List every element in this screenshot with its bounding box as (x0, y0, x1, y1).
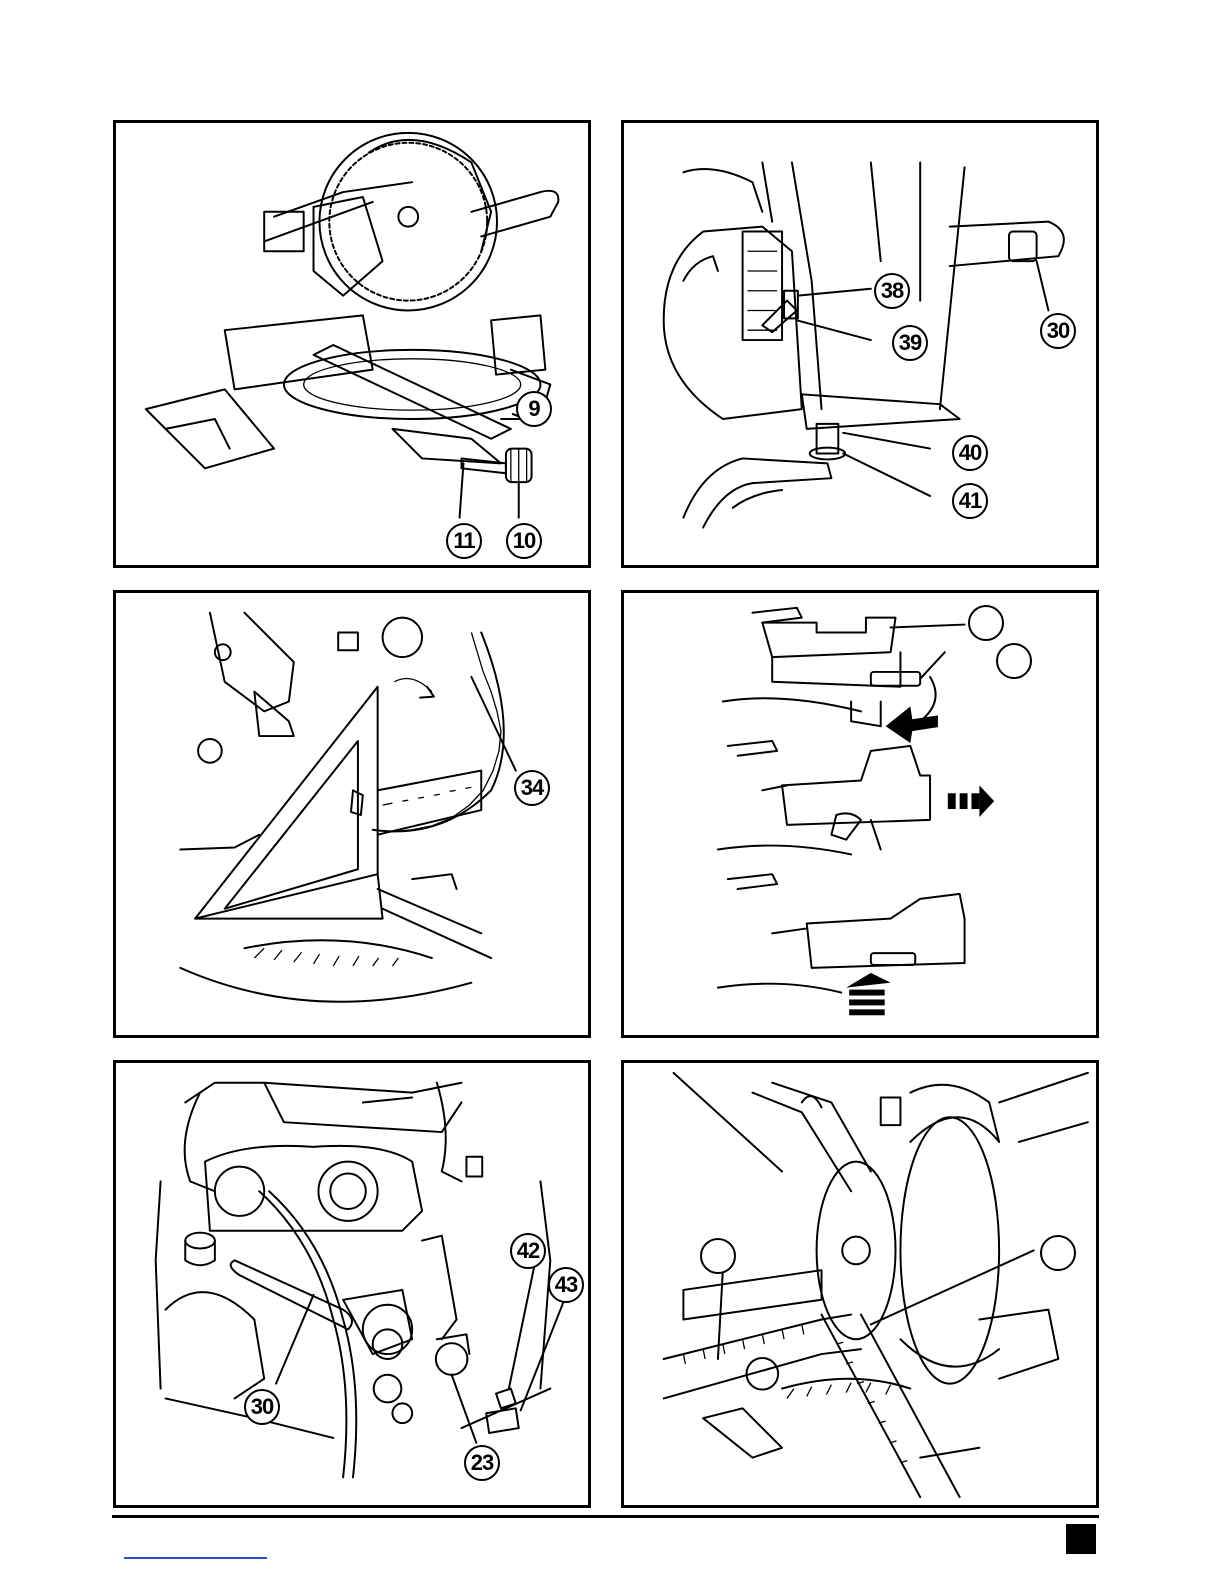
callout-39: 39 (892, 325, 928, 361)
callout-fence-blank-1 (968, 605, 1004, 641)
link-underline (124, 1557, 267, 1559)
callout-square-blank-2 (1040, 1235, 1076, 1271)
callout-10: 10 (506, 523, 542, 559)
callout-square-blank-1 (700, 1238, 736, 1274)
callout-40: 40 (952, 435, 988, 471)
callout-fence-blank-2 (996, 643, 1032, 679)
callout-30: 30 (1040, 313, 1076, 349)
callout-41: 41 (952, 483, 988, 519)
callout-34: 34 (514, 770, 550, 806)
callout-38: 38 (874, 273, 910, 309)
figure-panel-1: 9 11 10 (113, 120, 591, 568)
figure-panel-2: 38 39 30 40 41 (621, 120, 1099, 568)
mitre-saw-illustration (116, 123, 588, 565)
figure-panel-5: 42 43 30 23 (113, 1060, 591, 1508)
blade-square-check-illustration (116, 593, 588, 1035)
callout-23: 23 (464, 1445, 500, 1481)
bevel-scale-illustration (624, 123, 1096, 565)
bevel-lock-illustration (116, 1063, 588, 1505)
figure-panel-6 (621, 1060, 1099, 1508)
page-marker-square (1066, 1524, 1096, 1554)
fence-square-check-illustration (624, 1063, 1096, 1505)
figure-panel-4 (621, 590, 1099, 1038)
callout-11: 11 (446, 523, 482, 559)
callout-42: 42 (510, 1233, 546, 1269)
footer-rule (112, 1515, 1099, 1518)
figure-panel-3: 34 (113, 590, 591, 1038)
callout-43: 43 (548, 1267, 584, 1303)
callout-30: 30 (244, 1389, 280, 1425)
callout-9: 9 (516, 391, 552, 427)
